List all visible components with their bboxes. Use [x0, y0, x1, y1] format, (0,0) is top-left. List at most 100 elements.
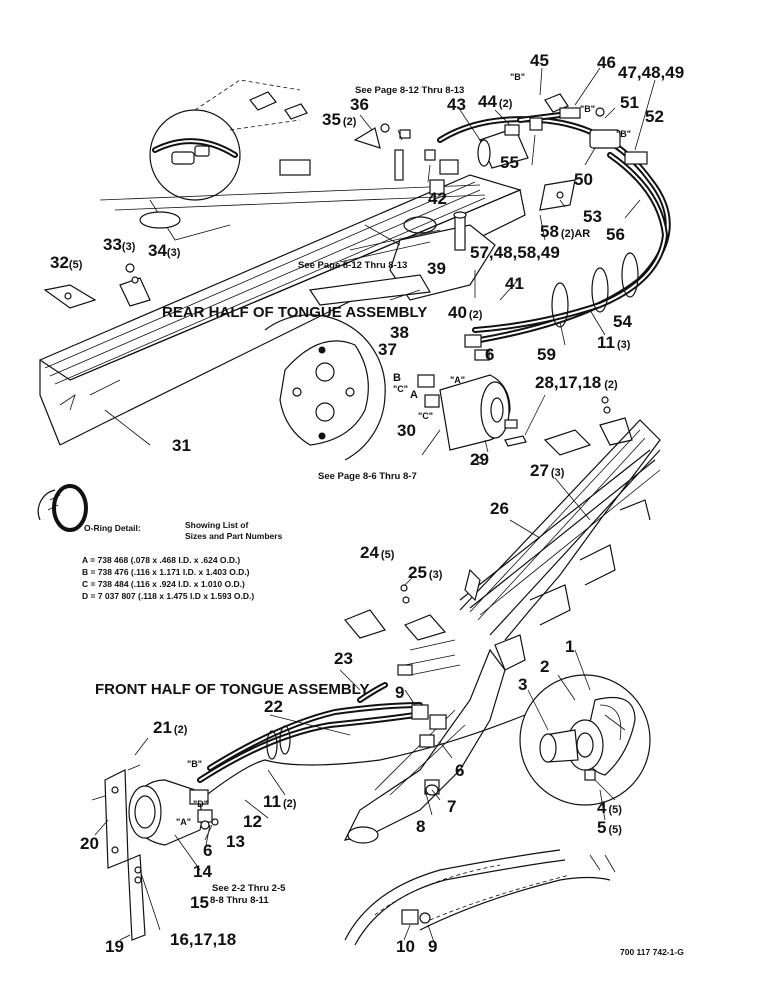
leader-lines [94, 67, 656, 946]
callout: 33(3) [103, 235, 136, 254]
callout: 1 [565, 637, 574, 656]
bracket-28 [543, 396, 633, 456]
callout: 6 [485, 345, 494, 364]
callout: 32(5) [50, 253, 83, 272]
callout: 59 [537, 345, 556, 364]
callout-numbers: 45 46 47,48,49 36 43 44(2) 51 35(2) 52 5… [50, 51, 684, 956]
callout: 29 [470, 450, 489, 469]
callout: 36 [350, 95, 369, 114]
port-label: "C" [393, 384, 408, 394]
callout: 26 [490, 499, 509, 518]
note-see-bottom-2: 8-8 Thru 8-11 [210, 895, 269, 906]
callout: 14 [193, 862, 212, 881]
callout: 55 [500, 153, 519, 172]
callout: 9 [395, 683, 404, 702]
callout: 16,17,18 [170, 930, 236, 949]
oring-desc: Sizes and Part Numbers [185, 531, 283, 541]
oring-row: A = 738 468 (.078 x .468 I.D. x .624 O.D… [82, 555, 240, 565]
note-see-page-motor: See Page 8-6 Thru 8-7 [318, 471, 417, 482]
callout: 51 [620, 93, 639, 112]
callout: 47,48,49 [618, 63, 684, 82]
callout: 40(2) [448, 303, 483, 322]
callout: 37 [378, 340, 397, 359]
note-see-bottom-1: See 2-2 Thru 2-5 [212, 883, 286, 894]
callout: 46 [597, 53, 616, 72]
callout: 38 [390, 323, 409, 342]
callout: 34(3) [148, 241, 181, 260]
port-label: B [393, 372, 401, 384]
port-label: "B" [187, 759, 202, 769]
callout: 54 [613, 312, 632, 331]
rear-motor-29 [417, 334, 527, 464]
front-section-title: FRONT HALF OF TONGUE ASSEMBLY [95, 681, 369, 698]
bracket-33 [119, 263, 151, 307]
port-label: "B" [580, 104, 595, 114]
bracket-24 [344, 568, 481, 641]
mount-plate-39 [308, 211, 496, 306]
bracket-20 [91, 764, 146, 941]
drawing-number: 700 117 742-1-G [620, 947, 684, 957]
callout: 6 [203, 841, 212, 860]
callout: 20 [80, 834, 99, 853]
port-label: "A" [450, 375, 465, 385]
callout: 30 [397, 421, 416, 440]
oring-desc: Showing List of [185, 520, 248, 530]
front-motor-15 [128, 779, 219, 846]
callout: 45 [530, 51, 549, 70]
callout: 12 [243, 812, 262, 831]
callout: 15 [190, 893, 209, 912]
fittings-front [397, 639, 461, 796]
oring-title: O-Ring Detail: [84, 523, 141, 533]
tubes-26 [459, 449, 661, 616]
callout: 9 [428, 937, 437, 956]
callout: 57,48,58,49 [470, 243, 560, 262]
callout: 24(5) [360, 543, 395, 562]
callout: 6 [455, 761, 464, 780]
callout: 11(2) [263, 792, 297, 811]
swivel-detail-inset [519, 674, 651, 806]
oring-row: C = 738 484 (.116 x .924 I.D. x 1.010 O.… [82, 579, 245, 589]
port-label: A [410, 389, 418, 401]
callout: 50 [574, 170, 593, 189]
motor-port-detail [264, 314, 386, 461]
note-see-page-top: See Page 8-12 Thru 8-13 [355, 85, 464, 96]
callout: 21(2) [153, 718, 188, 737]
callout: 58(2)AR [540, 222, 590, 241]
port-label: "D" [193, 799, 208, 809]
port-label: "A" [176, 817, 191, 827]
front-tongue-beam [343, 419, 661, 844]
callout: 25(3) [408, 563, 443, 582]
callout: 27(3) [530, 461, 565, 480]
callout: 56 [606, 225, 625, 244]
callout: 43 [447, 95, 466, 114]
callout: 39 [427, 259, 446, 278]
callout: 52 [645, 107, 664, 126]
top-fittings [353, 93, 648, 211]
callout: 2 [540, 657, 549, 676]
port-label: "B" [510, 72, 525, 82]
callout: 4(5) [597, 798, 622, 817]
callout: 5(5) [597, 818, 622, 837]
callout: 22 [264, 697, 283, 716]
oring-row: D = 7 037 807 (.118 x 1.475 I.D x 1.593 … [82, 591, 254, 601]
oring-row: B = 738 476 (.116 x 1.171 I.D. x 1.403 O… [82, 567, 250, 577]
oring-graphic [37, 484, 88, 532]
callout: 23 [334, 649, 353, 668]
front-hoses [197, 682, 526, 801]
bottom-hose-10 [344, 849, 616, 946]
callout: 53 [583, 207, 602, 226]
callout: 28,17,18(2) [535, 373, 618, 392]
callout: 42 [428, 189, 447, 208]
callout: 11(3) [597, 333, 631, 352]
elbow-detail-inset [139, 79, 311, 241]
callout: 7 [447, 797, 456, 816]
callout: 35(2) [322, 110, 357, 129]
callout: 3 [518, 675, 527, 694]
rear-hoses [437, 112, 671, 343]
bracket-32 [43, 284, 97, 309]
callout: 31 [172, 436, 191, 455]
rear-section-title: REAR HALF OF TONGUE ASSEMBLY [162, 304, 427, 321]
rear-tongue-beam [38, 174, 526, 446]
port-label: "B" [616, 129, 631, 139]
